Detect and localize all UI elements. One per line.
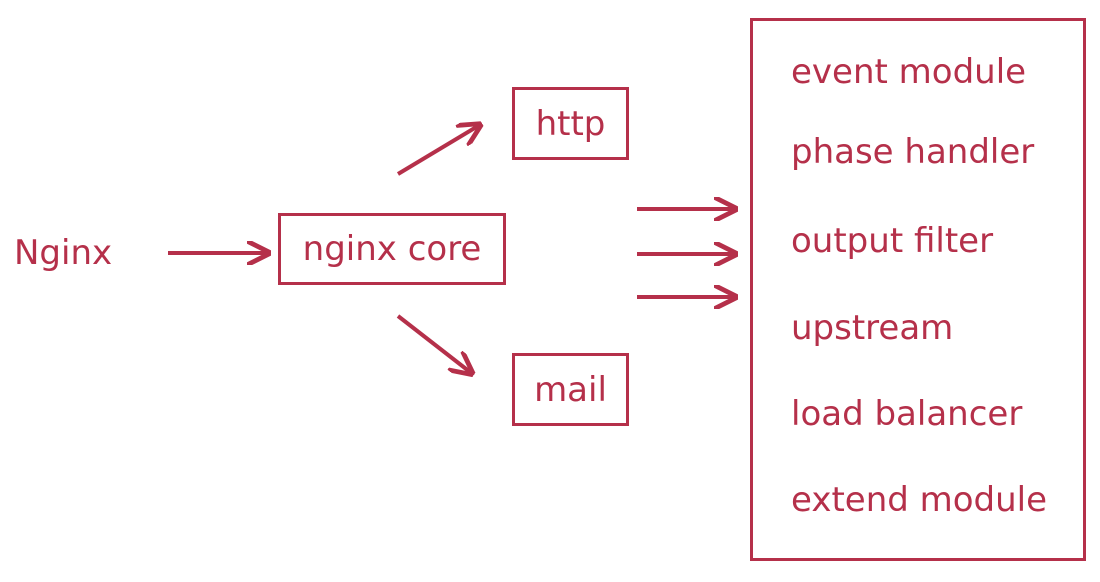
- arrow-core-to-mail: [396, 314, 470, 372]
- module-item-extend-module: extend module: [791, 480, 1048, 520]
- module-item-output-filter: output filter: [791, 221, 994, 261]
- arrow-core-to-http: [396, 126, 478, 176]
- module-item-event: event module: [791, 52, 1027, 92]
- module-item-phase-handler: phase handler: [791, 132, 1035, 172]
- module-item-load-balancer: load balancer: [791, 394, 1023, 434]
- module-item-upstream: upstream: [791, 308, 954, 348]
- modules-node: event module phase handler output filter…: [750, 18, 1086, 561]
- root-node-label: Nginx: [14, 233, 113, 273]
- core-node-label: nginx core: [302, 229, 482, 269]
- http-node-label: http: [535, 103, 606, 144]
- http-node: http: [512, 87, 629, 160]
- mail-node: mail: [512, 353, 629, 426]
- core-node: nginx core: [278, 213, 506, 285]
- mail-node-label: mail: [534, 369, 607, 410]
